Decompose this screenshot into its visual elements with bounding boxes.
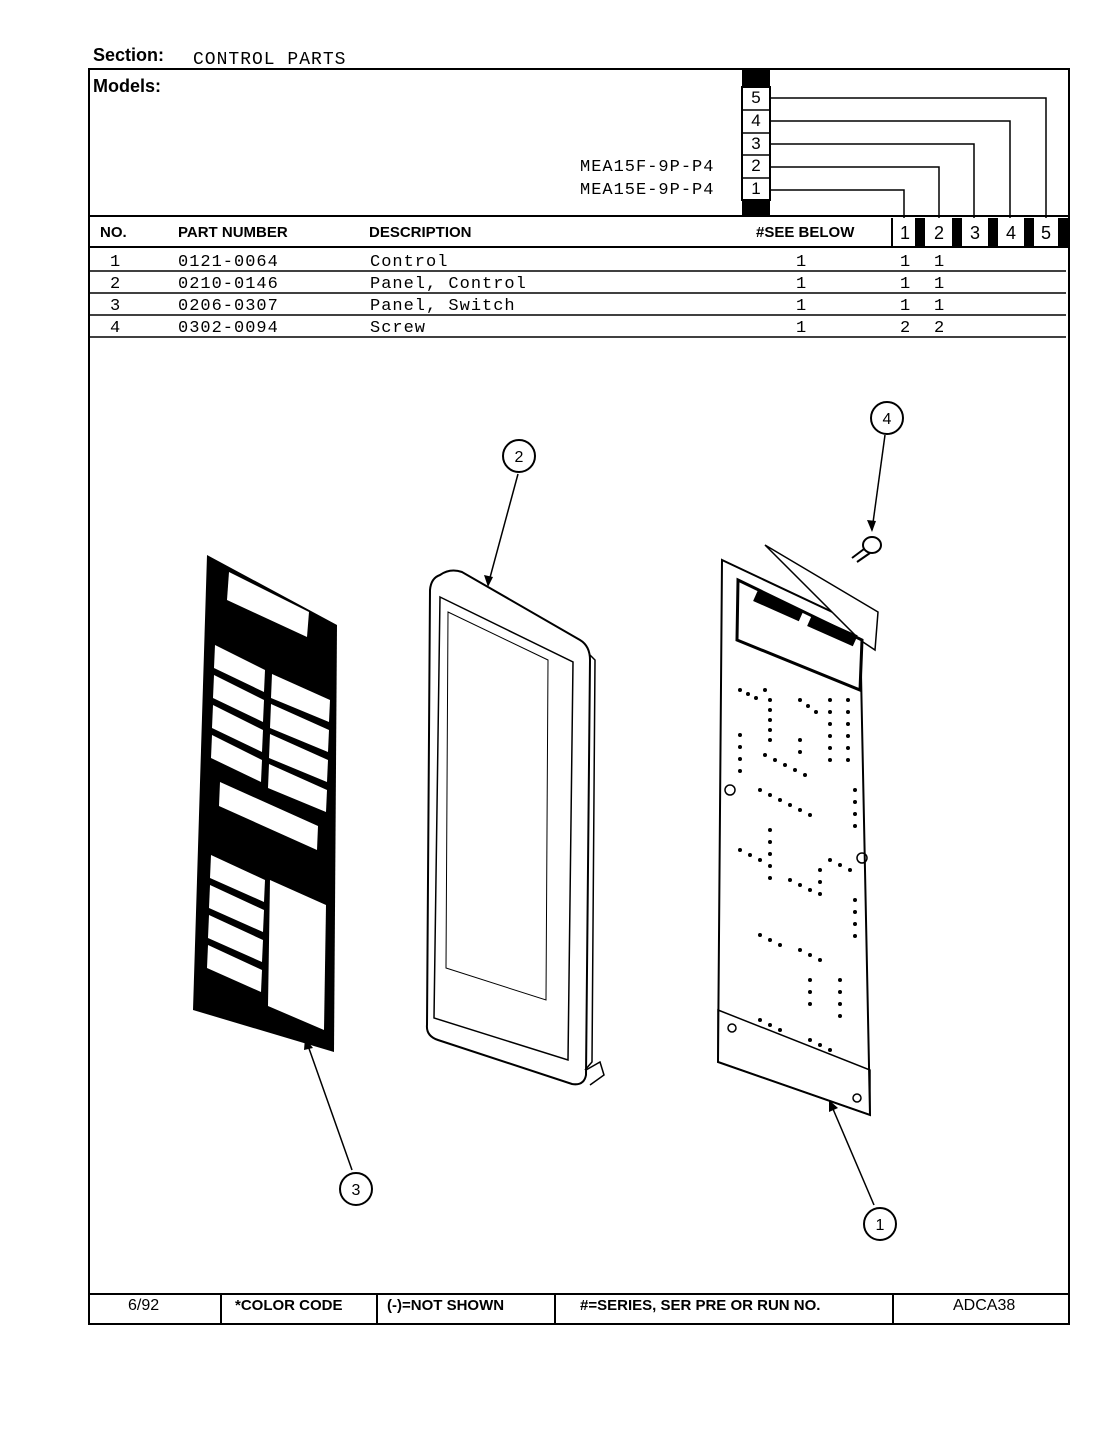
model-name-2: MEA15F-9P-P4 <box>580 158 715 177</box>
screw-drawing <box>851 536 882 563</box>
footer-series: #=SERIES, SER PRE OR RUN NO. <box>580 1297 821 1314</box>
row-no: 1 <box>110 253 122 272</box>
col-header-no: NO. <box>100 224 127 241</box>
callout-4: 4 <box>870 401 904 435</box>
row-qty-2: 1 <box>934 253 946 272</box>
col-header-model-4: 4 <box>1005 223 1016 243</box>
model-key-5: 5 <box>751 88 761 107</box>
row-part: 0121-0064 <box>178 253 279 272</box>
col-header-part-number: PART NUMBER <box>178 224 288 241</box>
model-key-2: 2 <box>751 156 761 175</box>
row-desc: Screw <box>370 319 427 338</box>
row-no: 4 <box>110 319 122 338</box>
row-qty-1: 1 <box>900 253 912 272</box>
footer-grid <box>88 1293 1070 1325</box>
row-qty-1: 1 <box>900 275 912 294</box>
model-key-1: 1 <box>751 179 761 198</box>
row-qty-1: 1 <box>900 297 912 316</box>
row-desc: Panel, Control <box>370 275 527 294</box>
svg-text:4: 4 <box>883 411 892 428</box>
row-qty-2: 1 <box>934 275 946 294</box>
col-header-model-5: 5 <box>1040 223 1051 243</box>
row-desc: Panel, Switch <box>370 297 516 316</box>
row-desc: Control <box>370 253 449 272</box>
models-label: Models: <box>93 76 162 96</box>
callout-3: 3 <box>339 1172 373 1206</box>
row-part: 0206-0307 <box>178 297 279 316</box>
col-header-model-3: 3 <box>969 223 980 243</box>
model-key-3: 3 <box>751 134 761 153</box>
model-name-1: MEA15E-9P-P4 <box>580 181 715 200</box>
svg-text:3: 3 <box>352 1182 361 1199</box>
footer-not-shown: (-)=NOT SHOWN <box>387 1297 505 1314</box>
section-value: CONTROL PARTS <box>193 50 347 70</box>
col-header-model-1: 1 <box>899 223 910 243</box>
control-panel-drawing <box>425 569 605 1086</box>
callout-1: 1 <box>863 1207 897 1241</box>
col-header-model-2: 2 <box>933 223 944 243</box>
footer-date: 6/92 <box>128 1297 160 1314</box>
row-qty-2: 1 <box>934 297 946 316</box>
row-qty-2: 2 <box>934 319 946 338</box>
col-header-see-below: #SEE BELOW <box>756 224 855 241</box>
row-no: 3 <box>110 297 122 316</box>
switch-panel-drawing <box>193 555 337 1052</box>
row-see: 1 <box>796 319 808 338</box>
col-header-description: DESCRIPTION <box>369 224 472 241</box>
footer-color-code: *COLOR CODE <box>235 1297 343 1314</box>
row-see: 1 <box>796 275 808 294</box>
section-label: Section: <box>93 45 165 65</box>
footer-doc-id: ADCA38 <box>953 1297 1016 1314</box>
control-board-drawing <box>716 544 879 1117</box>
row-see: 1 <box>796 253 808 272</box>
callout-2: 2 <box>502 439 536 473</box>
model-key-4: 4 <box>751 111 761 130</box>
model-key-diagram <box>90 69 1070 338</box>
svg-text:2: 2 <box>515 449 524 466</box>
row-qty-1: 2 <box>900 319 912 338</box>
parts-illustration: 2 4 3 1 <box>193 401 904 1241</box>
row-part: 0302-0094 <box>178 319 279 338</box>
svg-text:1: 1 <box>876 1217 885 1234</box>
row-no: 2 <box>110 275 122 294</box>
row-see: 1 <box>796 297 808 316</box>
document-frame <box>88 68 1070 1325</box>
row-part: 0210-0146 <box>178 275 279 294</box>
